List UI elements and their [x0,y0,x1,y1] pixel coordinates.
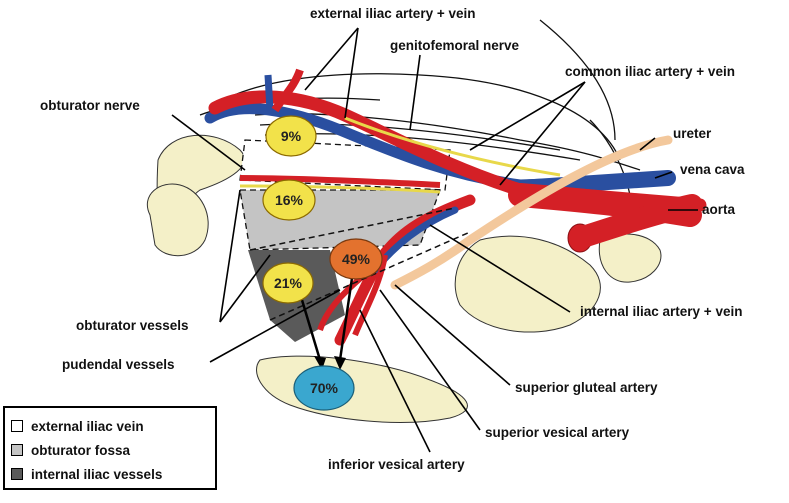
circle-9pct [265,115,317,157]
legend-item-external-iliac-vein: external iliac vein [11,416,144,436]
nerves [239,116,561,194]
legend-swatch-dark-gray [11,468,23,480]
label-obturator-nerve: obturator nerve [40,98,140,113]
pct-16: 16% [275,192,304,208]
legend-swatch-light-gray [11,444,23,456]
legend-item-internal-iliac-vessels: internal iliac vessels [11,464,162,484]
obturator-vessel-line [239,175,441,188]
legend-label: obturator fossa [31,442,131,458]
label-external-iliac: external iliac artery + vein [310,6,475,21]
obturator-nerve-path [239,184,441,194]
ischium [256,355,468,423]
label-obturator-vessels: obturator vessels [76,318,189,333]
legend-label: external iliac vein [31,418,144,434]
vertebra [598,233,662,283]
percentage-markers: 9% 16% 49% 21% 70% [262,115,383,411]
top-artery-stub [271,68,304,113]
leader-lines [171,27,698,453]
pct-21: 21% [274,275,303,291]
top-vein-stub [264,74,274,111]
legend-swatch-white [11,420,23,432]
pct-9: 9% [281,128,302,144]
circle-16pct [262,179,316,221]
pubic-bone [146,183,209,257]
label-superior-vesical: superior vesical artery [485,425,630,440]
gluteal-branch [352,254,388,337]
pct-49: 49% [342,251,371,267]
label-superior-gluteal: superior gluteal artery [515,380,658,395]
label-aorta: aorta [702,202,736,217]
dashed-boundaries [249,207,471,321]
circle-49pct [329,238,383,280]
label-inferior-vesical: inferior vesical artery [328,457,465,472]
pct-70: 70% [310,380,339,396]
legend-item-obturator-fossa: obturator fossa [11,440,130,460]
circle-70pct [293,365,355,411]
label-ureter: ureter [673,126,712,141]
label-genitofemoral: genitofemoral nerve [390,38,520,53]
circle-21pct [262,262,314,304]
label-common-iliac: common iliac artery + vein [565,64,735,79]
aorta-tail [569,194,703,249]
label-internal-iliac: internal iliac artery + vein [580,304,742,319]
legend-label: internal iliac vessels [31,466,163,482]
label-pudendal-vessels: pudendal vessels [62,357,175,372]
label-vena-cava: vena cava [680,162,745,177]
labels: external iliac artery + vein genitofemor… [40,6,745,472]
ureter-path [390,135,673,290]
external-iliac-artery [208,90,707,212]
legend: external iliac vein obturator fossa inte… [3,406,217,490]
genitofemoral-nerve-path [344,116,561,177]
